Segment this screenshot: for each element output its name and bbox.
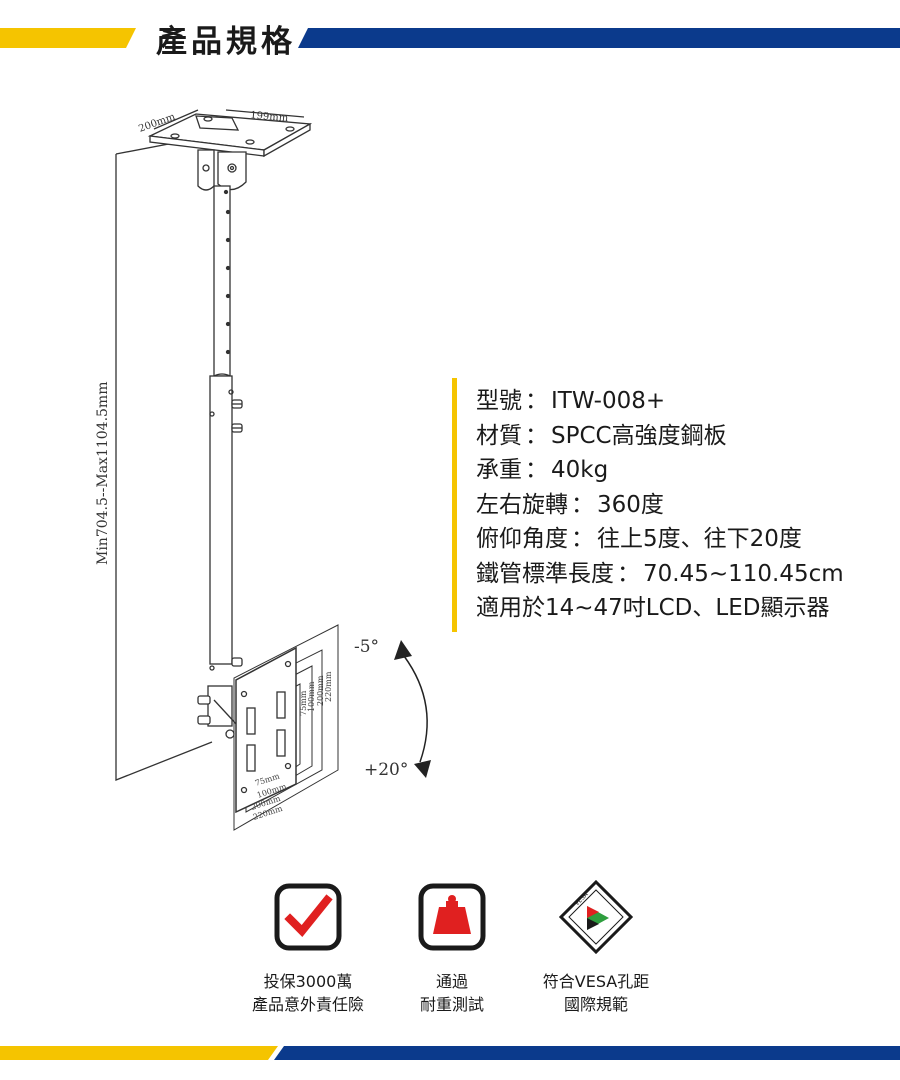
badge-load-test-line1: 通過 xyxy=(435,972,468,991)
header-stripe xyxy=(0,28,900,48)
footer-stripe xyxy=(0,1040,900,1066)
tilt-indicator: -5° +20° xyxy=(354,637,431,780)
top-hinge xyxy=(197,149,247,191)
page-title: 產品規格 xyxy=(156,24,296,60)
tilt-bracket xyxy=(197,685,239,739)
ceiling-plate: 200mm 199mm xyxy=(137,109,313,158)
vesa-logo-icon: VESA xyxy=(558,879,634,955)
badge-insurance: 投保3000萬 產品意外責任險 xyxy=(233,880,383,1016)
product-diagram: Min704.5--Max1104.5mm 200mm 199mm xyxy=(0,80,900,860)
footer-stripe-yellow xyxy=(0,1046,278,1060)
spec-separator: ： xyxy=(571,526,594,552)
spec-separator: ： xyxy=(525,422,548,449)
height-dimension-line xyxy=(115,154,213,781)
telescopic-pole xyxy=(209,185,243,671)
spec-value: 往上5度、往下20度 xyxy=(597,526,802,552)
spec-separator: ： xyxy=(525,388,548,414)
tilt-up-label: -5° xyxy=(354,637,379,657)
badge-load-test-line2: 耐重測試 xyxy=(419,995,484,1014)
spec-label: 左右旋轉 xyxy=(476,491,568,518)
spec-separator: ： xyxy=(525,457,548,483)
badge-insurance-line2: 產品意外責任險 xyxy=(251,995,364,1014)
spec-label: 材質 xyxy=(476,422,522,449)
spec-label: 型號 xyxy=(476,388,522,414)
spec-list: 型號：ITW-008+ 材質：SPCC高強度鋼板 承重：40kg 左右旋轉：36… xyxy=(452,378,882,632)
badge-vesa-line2: 國際規範 xyxy=(563,995,628,1014)
spec-item-material: 材質：SPCC高強度鋼板 xyxy=(476,419,844,454)
badge-vesa-line1: 符合VESA孔距 xyxy=(542,972,650,991)
spec-value: 70.45~110.45cm xyxy=(643,560,844,587)
spec-value: 40kg xyxy=(551,457,609,483)
spec-label: 適用於 xyxy=(476,595,545,621)
tilt-down-label: +20° xyxy=(364,760,408,780)
spec-item-tube-length: 鐵管標準長度：70.45~110.45cm xyxy=(476,557,844,592)
badge-load-test: 通過 耐重測試 xyxy=(377,880,527,1016)
spec-value: SPCC高強度鋼板 xyxy=(551,422,727,449)
spec-value: ITW-008+ xyxy=(551,388,666,414)
spec-item-load: 承重：40kg xyxy=(476,453,844,488)
spec-item-rotation: 左右旋轉：360度 xyxy=(476,488,844,523)
footer-stripe-navy xyxy=(274,1046,900,1060)
spec-label: 承重 xyxy=(476,457,522,483)
spec-item-compatibility: 適用於14~47吋LCD、LED顯示器 xyxy=(476,591,844,626)
vesa-plate: 75mm 100mm 200mm 220mm 75mm 100mm 200mm … xyxy=(233,624,339,831)
spec-value: 360度 xyxy=(597,491,664,518)
vesa-v-75: 75mm xyxy=(299,690,308,716)
arrow-down-icon xyxy=(414,760,431,778)
spec-item-model: 型號：ITW-008+ xyxy=(476,384,844,419)
vesa-v-220: 220mm xyxy=(324,671,333,702)
spec-label: 俯仰角度 xyxy=(476,526,568,552)
header-banner: 產品規格 xyxy=(0,0,900,80)
header-stripe-yellow xyxy=(0,28,136,48)
height-range-label: Min704.5--Max1104.5mm xyxy=(95,382,111,565)
arrow-up-icon xyxy=(394,640,412,660)
vesa-v-200: 200mm xyxy=(316,675,325,706)
mount-drawing: Min704.5--Max1104.5mm 200mm 199mm xyxy=(95,109,431,831)
header-stripe-navy xyxy=(298,28,900,48)
plate-depth-label: 199mm xyxy=(250,110,289,124)
spec-accent-bar xyxy=(452,378,457,632)
spec-label: 鐵管標準長度 xyxy=(476,560,614,587)
spec-separator: ： xyxy=(617,560,640,587)
spec-item-tilt: 俯仰角度：往上5度、往下20度 xyxy=(476,522,844,557)
spec-separator: ： xyxy=(571,491,594,518)
check-icon xyxy=(271,880,345,954)
spec-value: 14~47吋LCD、LED顯示器 xyxy=(545,595,830,621)
badge-vesa: VESA 符合VESA孔距 國際規範 xyxy=(521,879,671,1016)
weight-icon xyxy=(415,880,489,954)
vesa-v-100: 100mm xyxy=(307,681,316,712)
badge-insurance-line1: 投保3000萬 xyxy=(263,972,353,991)
